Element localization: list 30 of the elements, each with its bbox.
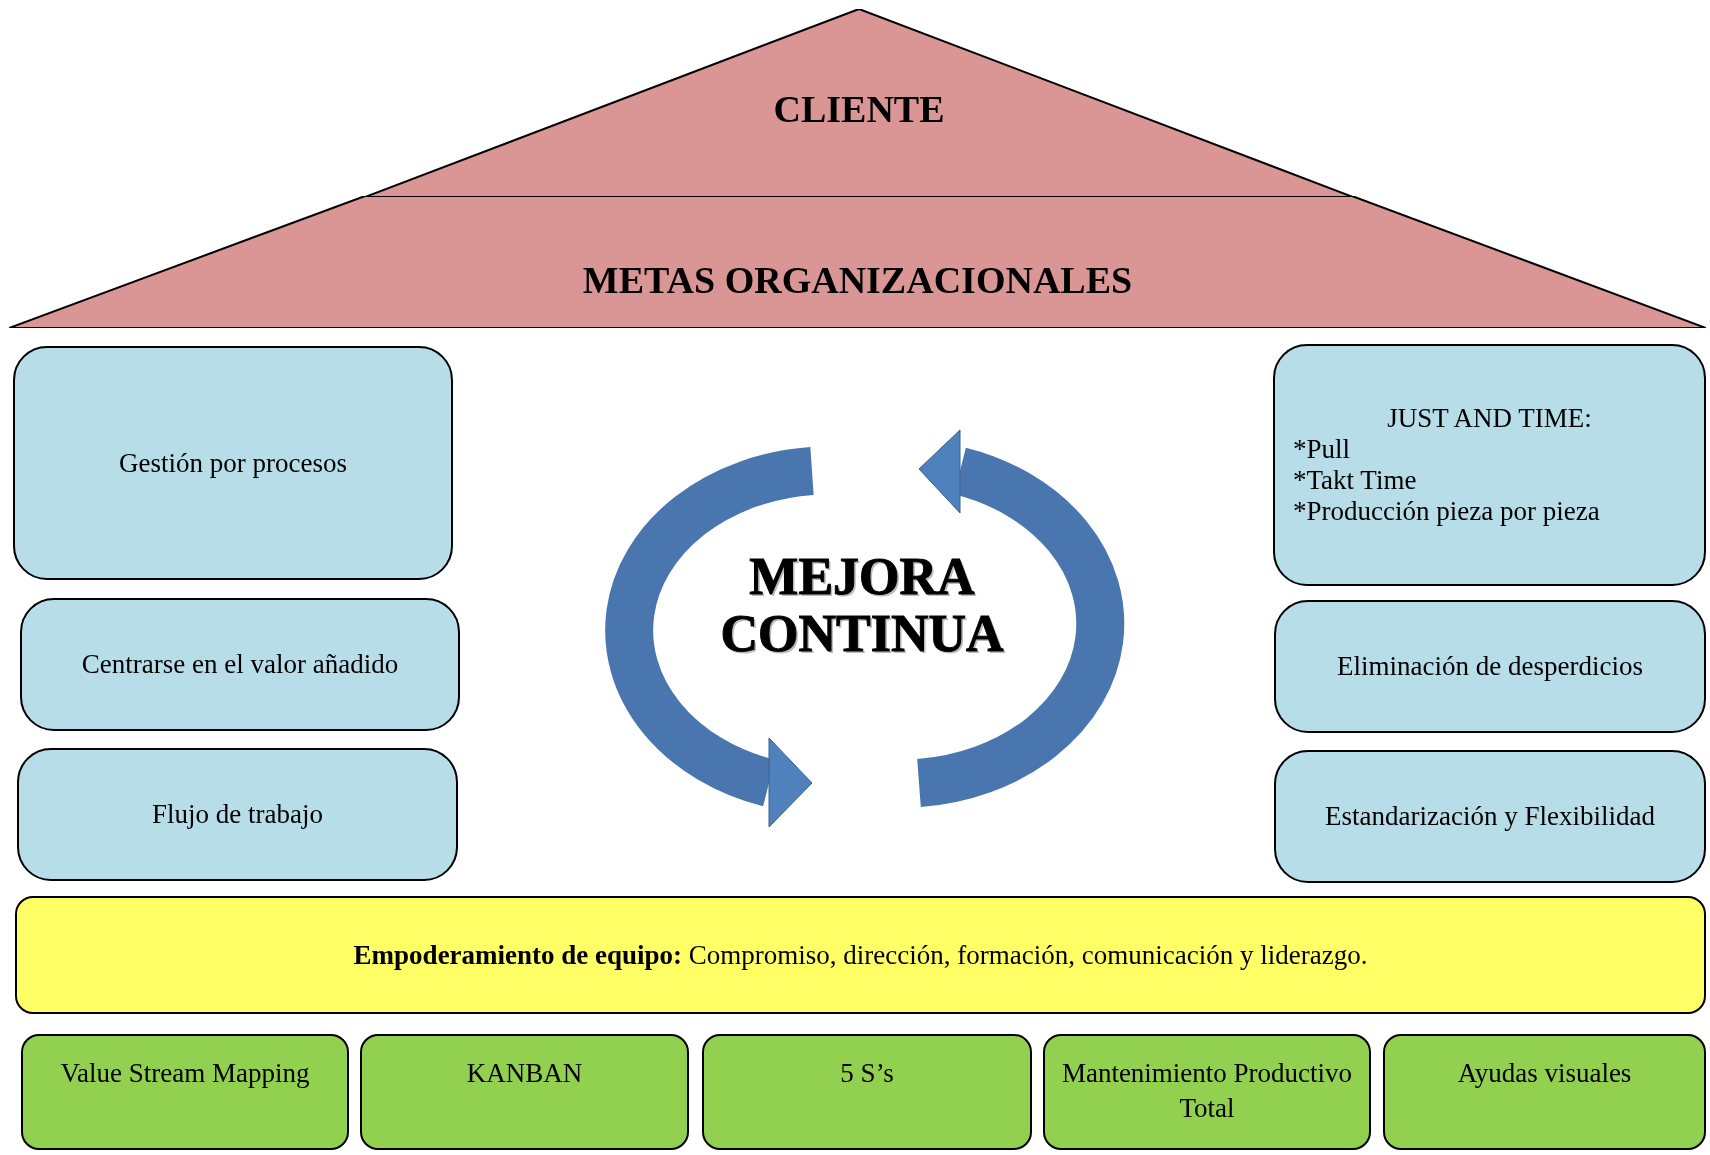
list-item: *Pull (1293, 434, 1352, 465)
box-text: Flujo de trabajo (152, 799, 323, 830)
tool-box (702, 1034, 1032, 1150)
box-text: Mantenimiento Productivo Total (1060, 1057, 1354, 1126)
pillar-box (1273, 344, 1706, 586)
box-text: Gestión por procesos (119, 447, 347, 479)
box-text: Value Stream Mapping (60, 1057, 310, 1090)
box-text: 5 S’s (840, 1057, 894, 1090)
tool-box (360, 1034, 689, 1150)
pillar-box (20, 598, 460, 731)
list-item: *Producción pieza por pieza (1293, 496, 1600, 527)
pillar-box (17, 748, 458, 881)
box-text: KANBAN (466, 1057, 583, 1090)
box-text: Eliminación de desperdicios (1337, 651, 1643, 682)
roof-text: CLIENTE (773, 87, 945, 131)
tool-box (21, 1034, 349, 1150)
box-text: Ayudas visuales (1457, 1057, 1632, 1090)
foundation-band (15, 896, 1706, 1014)
pillar-box (1274, 750, 1706, 883)
tool-box (1043, 1034, 1371, 1150)
box-text: Empoderamiento de equipo: Compromiso, dirección, formación, comunicación y liderazgo. (353, 939, 1368, 971)
roof-text: METAS ORGANIZACIONALES (582, 258, 1133, 302)
center-title: MEJORA CONTINUA (719, 548, 1005, 663)
box-heading: JUST AND TIME: (1387, 403, 1592, 434)
tool-box (1383, 1034, 1706, 1150)
pillar-box (1274, 600, 1706, 733)
box-text: Estandarización y Flexibilidad (1325, 801, 1655, 832)
list-item: *Takt Time (1293, 465, 1418, 496)
box-text: Centrarse en el valor añadido (81, 649, 399, 680)
pillar-box (13, 346, 453, 580)
